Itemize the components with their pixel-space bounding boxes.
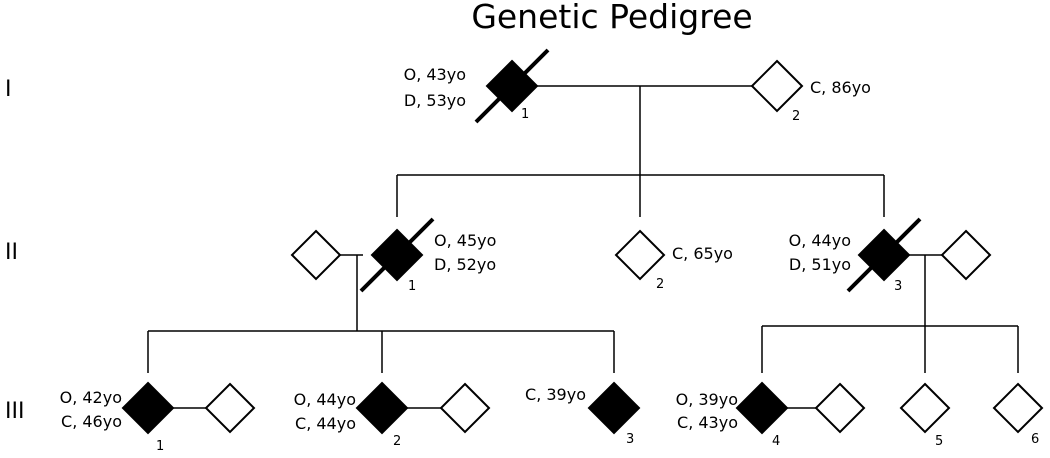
individual-number: 6 [1031,432,1039,447]
deceased-slash [846,217,922,293]
individual-III-6: 6 [992,382,1044,447]
individual-note: O, 44yo [294,390,356,409]
unaffected-diamond-symbol [439,382,491,434]
individual-II-1: O, 45yo D, 52yo 1 [359,217,496,294]
individual-note: C, 46yo [61,412,122,431]
individual-note: C, 65yo [672,244,733,263]
diagram-title: Genetic Pedigree [471,0,752,36]
unaffected-diamond-symbol [204,382,256,434]
unaffected-diamond-symbol [992,382,1044,434]
individual-number: 1 [408,279,416,294]
generation-label-1: I [5,77,12,102]
unaffected-diamond-symbol [940,229,992,281]
individual-number: 3 [894,279,902,294]
affected-diamond-symbol [735,381,789,435]
unaffected-diamond-symbol [750,59,804,113]
deceased-slash [359,217,435,293]
individual-note: O, 43yo [404,65,466,84]
individual-number: 2 [393,434,401,449]
individual-III-sp1 [204,382,256,434]
individual-note: O, 42yo [60,388,122,407]
individual-note: D, 53yo [404,91,466,110]
individual-note: C, 86yo [810,78,871,97]
individual-number: 4 [772,434,780,449]
individual-note: C, 43yo [677,413,738,432]
unaffected-diamond-symbol [290,229,342,281]
deceased-slash [474,48,550,124]
individual-III-1: O, 42yo C, 46yo 1 [60,381,175,454]
individual-II-2: C, 65yo 2 [614,229,733,292]
individual-note: O, 39yo [676,390,738,409]
individual-number: 3 [626,432,634,447]
individual-II-sp1 [290,229,342,281]
individual-note: C, 44yo [295,414,356,433]
individual-III-sp4 [814,382,866,434]
individual-I-1: O, 43yo D, 53yo 1 [404,48,550,124]
individual-note: D, 52yo [434,255,496,274]
individual-number: 1 [521,107,529,122]
individual-III-5: 5 [899,382,951,449]
individual-note: D, 51yo [789,255,851,274]
individual-number: 5 [935,434,943,449]
unaffected-diamond-symbol [899,382,951,434]
unaffected-diamond-symbol [614,229,666,281]
individual-note: O, 44yo [789,231,851,250]
individual-II-3: O, 44yo D, 51yo 3 [789,217,922,294]
individual-number: 2 [656,277,664,292]
affected-diamond-symbol [355,381,409,435]
individual-I-2: C, 86yo 2 [750,59,871,124]
generation-label-2: II [5,240,18,265]
individual-II-sp3 [940,229,992,281]
individual-number: 1 [156,439,164,454]
affected-diamond-symbol [587,381,641,435]
individual-III-2: O, 44yo C, 44yo 2 [294,381,409,449]
individual-number: 2 [792,109,800,124]
unaffected-diamond-symbol [814,382,866,434]
individual-III-3: C, 39yo 3 [525,381,641,447]
individual-III-4: O, 39yo C, 43yo 4 [676,381,789,449]
affected-diamond-symbol [121,381,175,435]
relationship-lines [147,85,1019,409]
individual-note: O, 45yo [434,231,496,250]
individual-note: C, 39yo [525,385,586,404]
individual-III-sp2 [439,382,491,434]
generation-label-3: III [5,399,24,424]
